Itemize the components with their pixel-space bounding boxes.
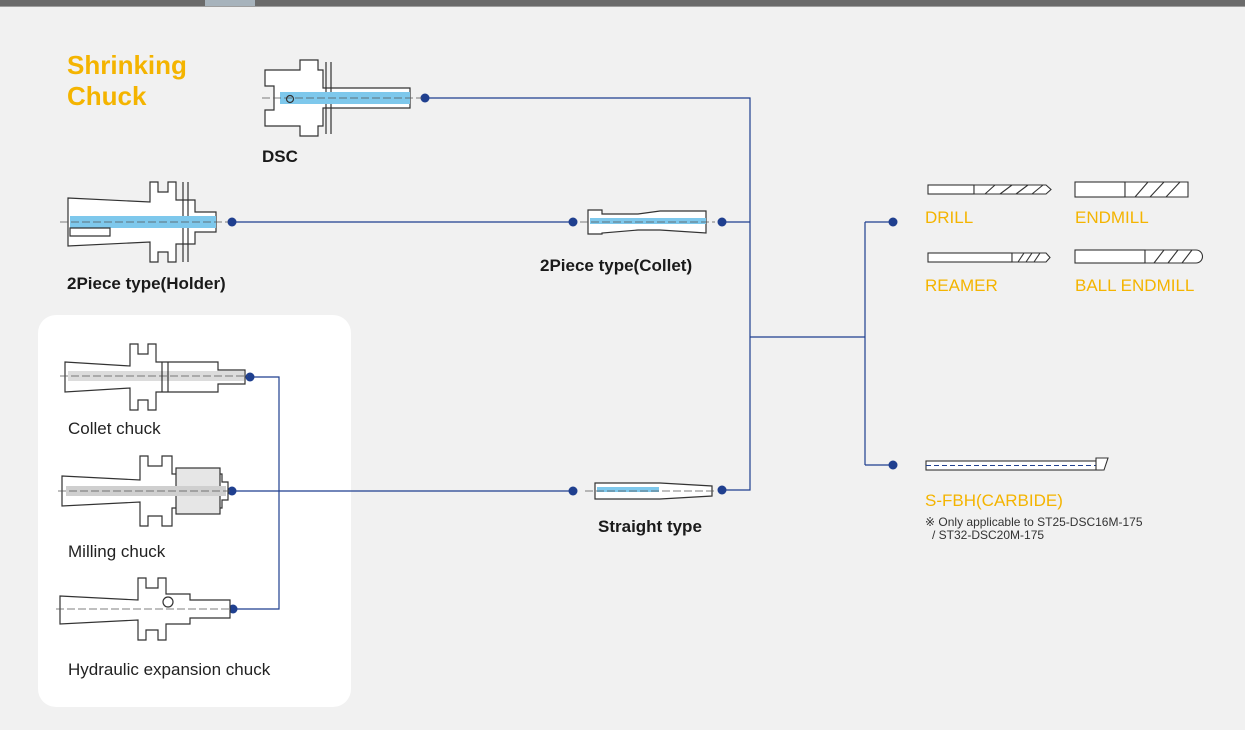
collet-chuck-label: Collet chuck	[68, 419, 161, 438]
title-line-1: Shrinking	[67, 50, 187, 80]
straight-type-label: Straight type	[598, 517, 702, 536]
two-piece-collet-drawing	[580, 209, 715, 235]
dsc-holder-drawing	[262, 59, 422, 137]
two-piece-holder-label: 2Piece type(Holder)	[67, 274, 226, 293]
hydraulic-chuck-dot	[228, 604, 238, 614]
drill-label: DRILL	[925, 208, 974, 227]
straight-type-drawing	[585, 482, 716, 500]
hydraulic-chuck-drawing	[56, 577, 232, 641]
bottom-border	[0, 730, 1245, 733]
reamer-drawing	[927, 252, 1051, 263]
collet-chuck-drawing	[60, 343, 248, 411]
top-bar	[0, 0, 1245, 6]
two-piece-holder-drawing	[60, 181, 228, 263]
top-divider	[0, 6, 1245, 7]
ball-endmill-drawing	[1074, 249, 1204, 264]
connector-lines	[232, 97, 893, 610]
reamer-label: REAMER	[925, 276, 998, 295]
drill-drawing	[927, 184, 1052, 195]
holder-dot	[227, 217, 237, 227]
connector-dots	[227, 93, 898, 614]
collet-out-dot	[717, 217, 727, 227]
milling-chuck-label: Milling chuck	[68, 542, 166, 561]
straight-connector	[722, 337, 751, 491]
endmill-drawing	[1074, 181, 1189, 198]
tools-dot	[888, 217, 898, 227]
endmill-label: ENDMILL	[1075, 208, 1149, 227]
straight-in-dot	[568, 486, 578, 496]
ball-endmill-label: BALL ENDMILL	[1075, 276, 1195, 295]
diagram-title: Shrinking Chuck	[67, 50, 187, 112]
sfbh-label: S-FBH(CARBIDE)	[925, 491, 1063, 510]
milling-chuck-drawing	[58, 455, 230, 527]
sfbh-note-line-1: ※ Only applicable to ST25-DSC16M-175	[925, 515, 1143, 529]
straight-out-dot	[717, 485, 727, 495]
collet-chuck-dot	[245, 372, 255, 382]
two-piece-collet-label: 2Piece type(Collet)	[540, 256, 693, 275]
dsc-label: DSC	[262, 147, 298, 166]
hydraulic-chuck-label: Hydraulic expansion chuck	[68, 660, 271, 679]
dsc-connector	[425, 97, 751, 337]
title-line-2: Chuck	[67, 81, 147, 111]
sfbh-drawing	[925, 457, 1109, 471]
collet-in-dot	[568, 217, 578, 227]
panel-bracket	[233, 376, 280, 610]
dsc-dot	[420, 93, 430, 103]
sfbh-dot	[888, 460, 898, 470]
sfbh-note-line-2: / ST32-DSC20M-175	[932, 528, 1045, 542]
top-bar-tab	[205, 0, 255, 6]
milling-chuck-dot	[227, 486, 237, 496]
